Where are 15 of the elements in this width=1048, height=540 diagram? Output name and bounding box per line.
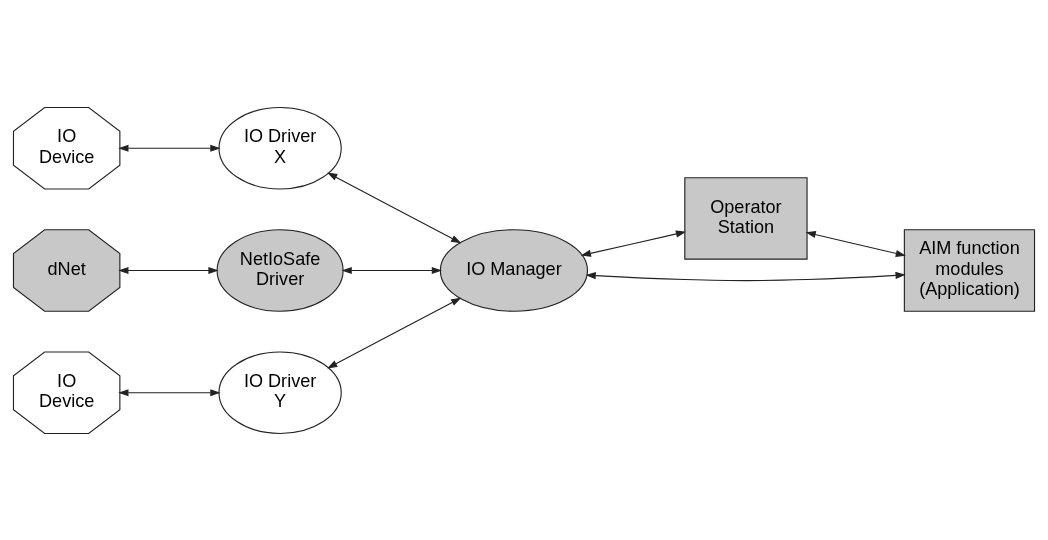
arrow xyxy=(118,144,221,152)
arrow xyxy=(118,388,221,396)
node-box: Operator Station xyxy=(684,176,808,260)
arrow xyxy=(580,230,687,257)
node-ellipse: IO Driver X xyxy=(218,106,342,190)
node-ellipse: IO Manager xyxy=(439,228,589,312)
arrow xyxy=(805,230,906,257)
arrow xyxy=(341,266,442,274)
arrow xyxy=(327,172,462,243)
node-ellipse: NetIoSafe Driver xyxy=(216,228,344,312)
arrow xyxy=(118,266,219,274)
arrow xyxy=(327,297,462,368)
node-ellipse: IO Driver Y xyxy=(218,350,342,434)
arrow xyxy=(585,271,906,281)
node-box: AIM function modules (Application) xyxy=(903,228,1036,312)
